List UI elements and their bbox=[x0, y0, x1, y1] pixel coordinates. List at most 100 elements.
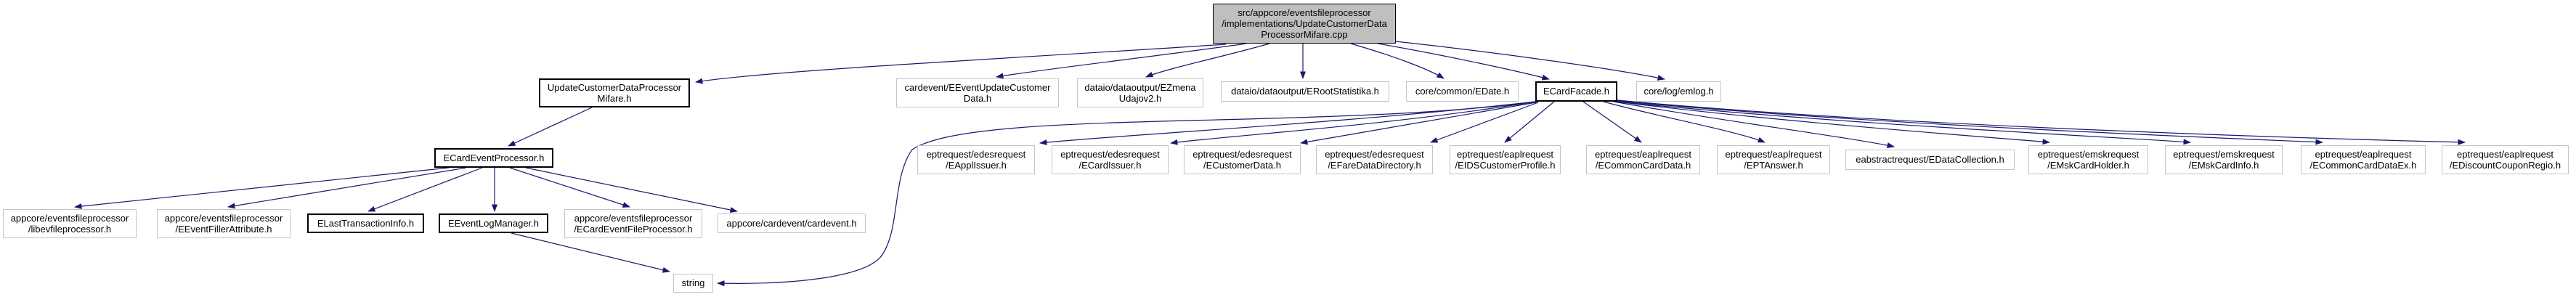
node-label: /EFareDataDirectory.h bbox=[1328, 160, 1421, 171]
edge-ecard-facade-h-to-edata-collection-h bbox=[1613, 101, 1895, 149]
node-ecustomer-data-h: eptrequest/edesrequest/ECustomerData.h bbox=[1184, 145, 1301, 174]
node-label: dataio/dataoutput/ERootStatistika.h bbox=[1231, 86, 1379, 97]
node-label: dataio/dataoutput/EZmena bbox=[1084, 81, 1196, 93]
node-label: eabstractrequest/EDataCollection.h bbox=[1856, 154, 2004, 166]
node-edate-h: core/common/EDate.h bbox=[1406, 81, 1519, 102]
node-label: eptrequest/edesrequest bbox=[926, 148, 1026, 160]
node-label: eptrequest/eaplrequest bbox=[2457, 148, 2553, 160]
edge-ecard-event-processor-h-to-cardevent-h bbox=[525, 167, 738, 213]
edge-ecard-facade-h-to-eids-customer-profile-h bbox=[1504, 101, 1555, 143]
node-ecard-facade-h[interactable]: ECardFacade.h bbox=[1535, 81, 1617, 102]
node-label: eptrequest/eaplrequest bbox=[1725, 148, 1822, 160]
node-edata-collection-h: eabstractrequest/EDataCollection.h bbox=[1845, 150, 2015, 170]
node-label: /EMskCardHolder.h bbox=[2047, 160, 2129, 171]
node-emlog-h: core/log/emlog.h bbox=[1636, 81, 1721, 102]
node-eappl-issuer-h: eptrequest/edesrequest/EApplIssuer.h bbox=[917, 145, 1035, 174]
node-label: EEventLogManager.h bbox=[447, 217, 540, 229]
edge-root-cpp-to-update-customer-data-processor-mifare-h bbox=[695, 44, 1227, 84]
node-label: /EIDSCustomerProfile.h bbox=[1455, 160, 1556, 171]
edge-root-cpp-to-eevent-update-customer-data-h bbox=[996, 43, 1247, 79]
node-eroot-statistika-h: dataio/dataoutput/ERootStatistika.h bbox=[1221, 81, 1389, 102]
node-ecard-event-processor-h[interactable]: ECardEventProcessor.h bbox=[434, 148, 553, 168]
edge-ecard-event-processor-h-to-elast-transaction-info-h bbox=[367, 167, 483, 212]
edge-ecard-facade-h-to-emsk-card-info-h bbox=[1617, 101, 2191, 145]
node-label: eptrequest/eaplrequest bbox=[1595, 148, 1691, 160]
node-elast-transaction-info-h[interactable]: ELastTransactionInfo.h bbox=[307, 213, 424, 233]
edge-ecard-facade-h-to-ecommon-card-data-ex-h bbox=[1617, 100, 2323, 145]
node-eevent-log-manager-h[interactable]: EEventLogManager.h bbox=[439, 213, 548, 233]
node-label: eptrequest/emskrequest bbox=[2173, 148, 2275, 160]
edge-ecard-facade-h-to-ecommon-card-data-h bbox=[1582, 101, 1642, 143]
node-label: Data.h bbox=[963, 93, 992, 104]
edge-eevent-log-manager-h-to-string bbox=[511, 232, 670, 273]
edge-ecard-facade-h-to-efare-data-directory-h bbox=[1430, 102, 1539, 143]
node-label: /ECustomerData.h bbox=[1203, 160, 1281, 171]
node-label: Mifare.h bbox=[597, 93, 632, 104]
node-label: string bbox=[681, 277, 705, 289]
node-emsk-card-info-h: eptrequest/emskrequest/EMskCardInfo.h bbox=[2165, 145, 2283, 174]
node-label: eptrequest/eaplrequest bbox=[2315, 148, 2412, 160]
node-label: /ECardEventFileProcessor.h bbox=[574, 224, 693, 235]
node-label: eptrequest/eaplrequest bbox=[1457, 148, 1553, 160]
node-label: /libevfileprocessor.h bbox=[28, 224, 112, 235]
node-label: /ECommonCardDataEx.h bbox=[2309, 160, 2417, 171]
edge-update-customer-data-processor-mifare-h-to-ecard-event-processor-h bbox=[508, 107, 593, 147]
node-label: ELastTransactionInfo.h bbox=[317, 217, 415, 229]
node-ecard-issuer-h: eptrequest/edesrequest/ECardIssuer.h bbox=[1052, 145, 1169, 174]
node-label: appcore/eventsfileprocessor bbox=[574, 212, 693, 224]
edge-ecard-facade-h-to-ept-answer-h bbox=[1603, 101, 1766, 143]
node-cardevent-h: appcore/cardevent/cardevent.h bbox=[718, 213, 866, 233]
edge-ecard-event-processor-h-to-ecard-event-file-processor-h bbox=[509, 167, 630, 208]
node-ecard-event-file-processor-h: appcore/eventsfileprocessor/ECardEventFi… bbox=[564, 209, 702, 238]
edge-ecard-event-processor-h-to-eevent-filler-attribute-h bbox=[227, 167, 467, 209]
edge-ecard-event-processor-h-to-libevfileprocessor-h bbox=[74, 167, 450, 209]
node-label: eptrequest/edesrequest bbox=[1325, 148, 1424, 160]
node-label: eptrequest/edesrequest bbox=[1192, 148, 1292, 160]
node-label: /EPTAnswer.h bbox=[1744, 160, 1803, 171]
edge-ecard-facade-h-to-ecustomer-data-h bbox=[1300, 102, 1537, 145]
edge-root-cpp-to-ezmena-udajov2-h bbox=[1145, 43, 1270, 78]
node-label: /EApplIssuer.h bbox=[946, 160, 1007, 171]
node-label: core/log/emlog.h bbox=[1643, 86, 1714, 97]
node-label: cardevent/EEventUpdateCustomer bbox=[904, 81, 1051, 93]
node-label: Udajov2.h bbox=[1118, 93, 1162, 104]
edge-root-cpp-to-edate-h bbox=[1350, 43, 1445, 79]
node-ecommon-card-data-ex-h: eptrequest/eaplrequest/ECommonCardDataEx… bbox=[2301, 145, 2426, 174]
node-eevent-filler-attribute-h: appcore/eventsfileprocessor/EEventFiller… bbox=[157, 209, 290, 238]
edge-ecard-facade-h-to-string bbox=[717, 101, 1539, 287]
edge-ecard-facade-h-to-ediscount-coupon-regio-h bbox=[1617, 99, 2466, 145]
node-ecommon-card-data-h: eptrequest/eaplrequest/ECommonCardData.h bbox=[1586, 145, 1700, 174]
node-label: ProcessorMifare.cpp bbox=[1261, 29, 1348, 41]
node-label: ECardEventProcessor.h bbox=[443, 152, 545, 163]
node-label: appcore/eventsfileprocessor bbox=[10, 212, 129, 224]
node-label: eptrequest/emskrequest bbox=[2037, 148, 2140, 160]
node-label: /EMskCardInfo.h bbox=[2188, 160, 2259, 171]
node-label: /EDiscountCouponRegio.h bbox=[2449, 160, 2561, 171]
node-libevfileprocessor-h: appcore/eventsfileprocessor/libevfilepro… bbox=[3, 209, 137, 238]
node-eids-customer-profile-h: eptrequest/eaplrequest/EIDSCustomerProfi… bbox=[1450, 145, 1561, 174]
node-label: /EEventFillerAttribute.h bbox=[175, 224, 272, 235]
edge-root-cpp-to-emlog-h bbox=[1395, 41, 1665, 81]
node-label: ECardFacade.h bbox=[1543, 86, 1610, 97]
node-efare-data-directory-h: eptrequest/edesrequest/EFareDataDirector… bbox=[1316, 145, 1433, 174]
node-root-cpp: src/appcore/eventsfileprocessor/implemen… bbox=[1213, 4, 1396, 44]
edge-ecard-facade-h-to-emsk-card-holder-h bbox=[1616, 101, 2050, 145]
node-label: appcore/cardevent/cardevent.h bbox=[726, 217, 857, 229]
node-label: eptrequest/edesrequest bbox=[1060, 148, 1160, 160]
node-label: appcore/eventsfileprocessor bbox=[164, 212, 283, 224]
node-label: src/appcore/eventsfileprocessor bbox=[1238, 7, 1371, 18]
node-label: /implementations/UpdateCustomerData bbox=[1222, 17, 1387, 29]
node-ediscount-coupon-regio-h: eptrequest/eaplrequest/EDiscountCouponRe… bbox=[2442, 145, 2569, 174]
node-label: UpdateCustomerDataProcessor bbox=[547, 81, 682, 93]
node-ept-answer-h: eptrequest/eaplrequest/EPTAnswer.h bbox=[1717, 145, 1830, 174]
node-emsk-card-holder-h: eptrequest/emskrequest/EMskCardHolder.h bbox=[2028, 145, 2148, 174]
edge-ecard-facade-h-to-ecard-issuer-h bbox=[1170, 101, 1536, 145]
node-string: string bbox=[673, 274, 713, 293]
edge-root-cpp-to-ecard-facade-h bbox=[1377, 43, 1550, 81]
